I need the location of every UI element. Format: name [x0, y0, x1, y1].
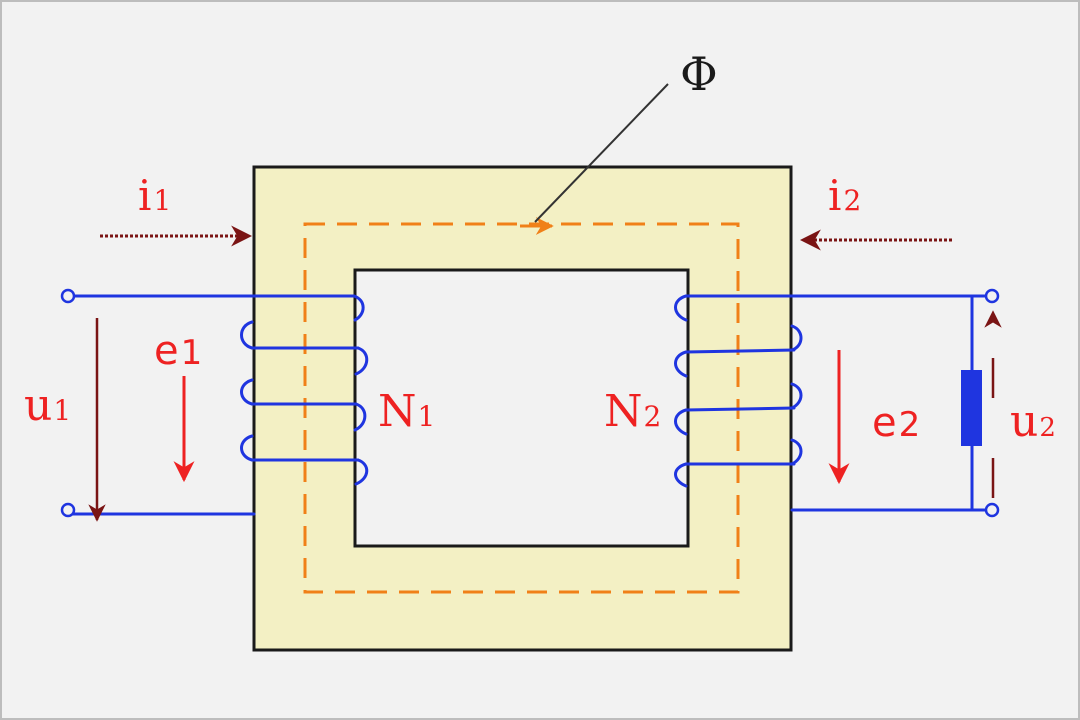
load-resistor	[961, 370, 982, 446]
transformer-core	[252, 165, 793, 652]
i1-label: i1	[138, 171, 171, 220]
e1-label: e1	[154, 328, 202, 374]
load-branch	[961, 296, 982, 510]
secondary-terminal-bottom	[984, 502, 1000, 518]
flux-leader-line	[534, 83, 669, 223]
u1-label: u1	[24, 380, 71, 431]
n2-label: N2	[604, 386, 661, 437]
flux-label: Φ	[680, 47, 718, 101]
e2-label: e2	[872, 400, 920, 446]
secondary-winding	[674, 294, 992, 512]
primary-terminal-bottom	[60, 502, 76, 518]
primary-winding	[66, 294, 369, 516]
primary-terminal-top	[60, 288, 76, 304]
i2-label: i2	[828, 171, 861, 220]
u2-label: u2	[1010, 396, 1056, 447]
secondary-terminal-top	[984, 288, 1000, 304]
n1-label: N1	[378, 386, 435, 437]
